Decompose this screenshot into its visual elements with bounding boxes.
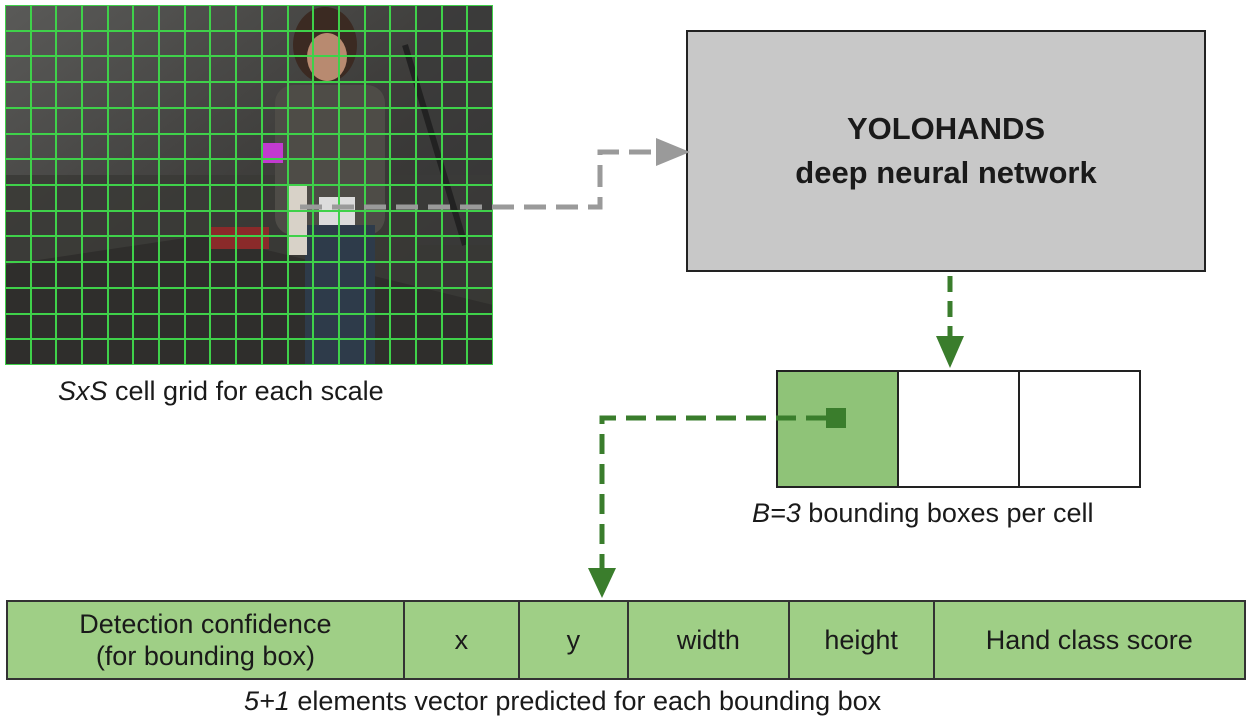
bounding-box-slot xyxy=(778,372,899,486)
vector-field: x xyxy=(405,602,520,678)
vector-field-line1: Detection confidence xyxy=(79,609,332,639)
bounding-boxes-row xyxy=(776,370,1141,488)
bounding-box-slot xyxy=(1020,372,1139,486)
grid-caption: SxS cell grid for each scale xyxy=(58,376,384,406)
yolohands-network-box: YOLOHANDS deep neural network xyxy=(686,30,1206,272)
vector-field: y xyxy=(520,602,629,678)
vector-field-line1: height xyxy=(824,625,898,655)
vector-field: height xyxy=(790,602,935,678)
network-subtitle: deep neural network xyxy=(795,155,1097,190)
vector-field: Hand class score xyxy=(935,602,1244,678)
vector-field-label: y xyxy=(567,624,581,656)
vector-field-label: height xyxy=(824,624,898,656)
vector-field-label: Detection confidence(for bounding box) xyxy=(79,608,331,672)
output-vector: Detection confidence(for bounding box) x y… xyxy=(6,600,1246,680)
vector-field-label: width xyxy=(677,624,740,656)
input-image-with-grid xyxy=(5,5,493,365)
vector-field-label: Hand class score xyxy=(986,624,1193,656)
vector-caption: 5+1 elements vector predicted for each b… xyxy=(244,686,882,716)
network-title: YOLOHANDS xyxy=(846,111,1046,146)
vector-field-label: x xyxy=(455,624,469,656)
bounding-boxes-caption: B=3 bounding boxes per cell xyxy=(752,498,1094,528)
grid-image-svg xyxy=(5,5,493,365)
vector-field-line1: Hand class score xyxy=(985,625,1193,655)
vector-field-line1: width xyxy=(676,625,740,655)
arrow-network-to-boxes xyxy=(936,276,964,368)
vector-field-line2: (for bounding box) xyxy=(95,641,315,671)
vector-field: width xyxy=(629,602,790,678)
vector-field-line1: x xyxy=(454,625,469,655)
vector-field: Detection confidence(for bounding box) xyxy=(8,602,405,678)
cell-grid xyxy=(5,5,493,365)
vector-field-line1: y xyxy=(566,625,581,655)
bounding-box-slot xyxy=(899,372,1020,486)
